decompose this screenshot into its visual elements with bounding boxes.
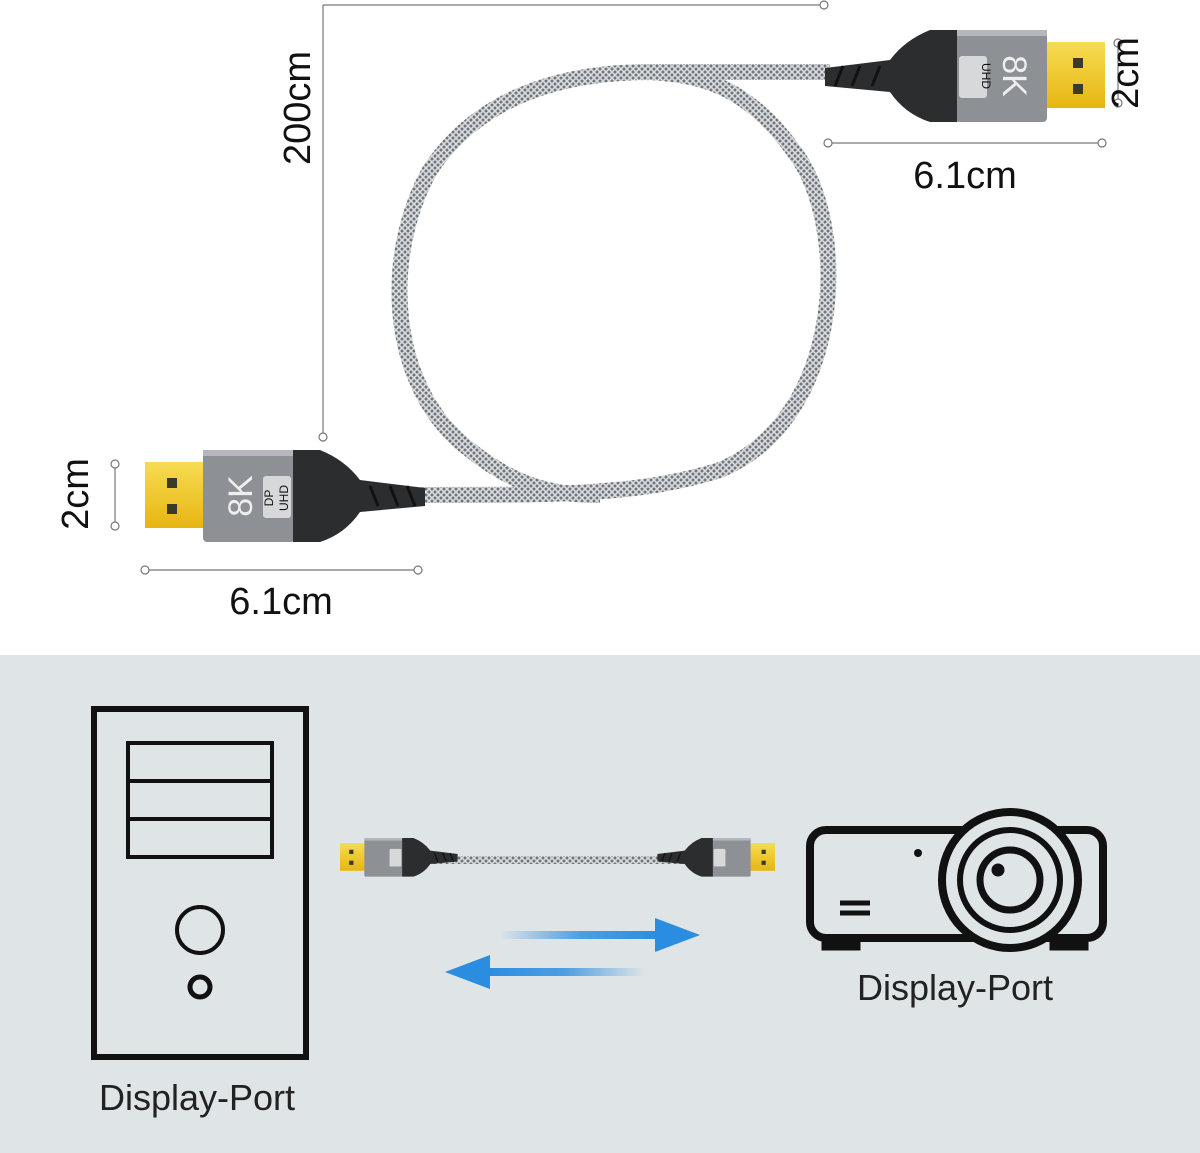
length-label-right: 6.1cm	[913, 155, 1016, 197]
arrow-right-icon	[500, 918, 700, 952]
braided-cable	[391, 64, 837, 503]
connector-right	[823, 28, 1107, 124]
badge-uhd: UHD	[277, 485, 291, 511]
height-label-left: 2cm	[55, 458, 97, 530]
badge-dp: DP	[262, 490, 276, 507]
badge-8k: 8K	[222, 475, 260, 517]
projector-icon	[806, 808, 1107, 952]
computer-tower-icon	[91, 706, 309, 1060]
connector-left: 8K DP UHD	[143, 448, 427, 544]
source-label: Display-Port	[99, 1077, 295, 1118]
length-label-left: 6.1cm	[229, 581, 332, 623]
cable-length-label: 200cm	[277, 51, 319, 165]
badge-8k-right: 8K	[995, 55, 1033, 97]
height-label-right: 2cm	[1105, 37, 1147, 109]
target-label: Display-Port	[857, 967, 1053, 1008]
arrow-left-icon	[445, 955, 645, 989]
cable-small	[339, 837, 776, 878]
dimension-lines	[110, 0, 1123, 575]
badge-uhd-right: UHD	[979, 63, 993, 89]
